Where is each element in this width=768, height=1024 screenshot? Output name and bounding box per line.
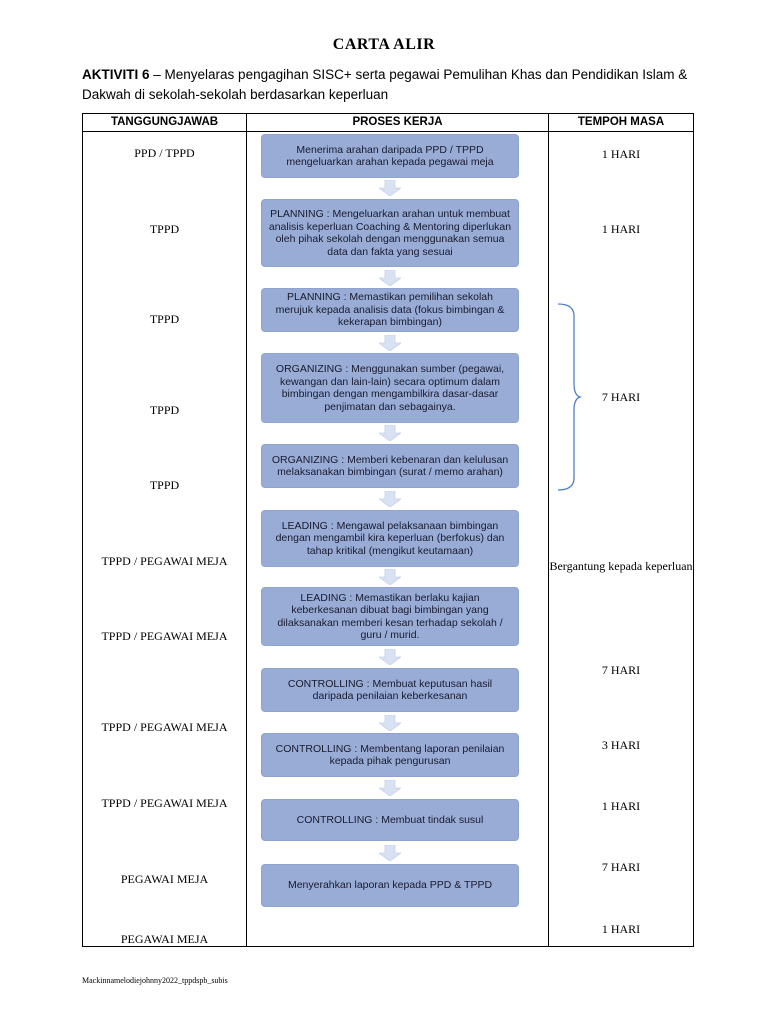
process-step-box: CONTROLLING : Membentang laporan penilai… [261, 733, 519, 777]
down-arrow-icon [379, 425, 401, 441]
down-arrow-icon [379, 270, 401, 286]
process-step-box: CONTROLLING : Membuat keputusan hasil da… [261, 668, 519, 712]
down-arrow-icon [379, 780, 401, 796]
responsibility-cell: TPPD [149, 478, 180, 492]
process-step-box: PLANNING : Memastikan pemilihan sekolah … [261, 288, 519, 332]
activity-text: – Menyelaras pengagihan SISC+ serta pega… [82, 67, 688, 102]
duration-cell: 1 HARI [601, 222, 641, 236]
flowchart-table [82, 113, 694, 947]
responsibility-cell: TPPD / PEGAWAI MEJA [101, 796, 228, 810]
column-divider [246, 113, 247, 947]
activity-description: AKTIVITI 6 – Menyelaras pengagihan SISC+… [82, 65, 712, 105]
responsibility-cell: PEGAWAI MEJA [120, 872, 209, 886]
duration-cell: 1 HARI [601, 922, 641, 936]
responsibility-cell: TPPD [149, 222, 180, 236]
duration-cell: 7 HARI [601, 390, 641, 404]
column-divider [548, 113, 549, 947]
process-step-box: ORGANIZING : Memberi kebenaran dan kelul… [261, 444, 519, 488]
responsibility-cell: TPPD [149, 312, 180, 326]
duration-cell: 7 HARI [601, 860, 641, 874]
down-arrow-icon [379, 845, 401, 861]
activity-label: AKTIVITI 6 [82, 67, 150, 82]
duration-cell: Bergantung kepada keperluan [549, 559, 693, 573]
process-step-box: LEADING : Mengawal pelaksanaan bimbingan… [261, 510, 519, 567]
right-brace-bracket [557, 303, 582, 491]
process-step-box: LEADING : Memastikan berlaku kajian kebe… [261, 587, 519, 646]
responsibility-cell: TPPD / PEGAWAI MEJA [101, 554, 228, 568]
header-responsibility: TANGGUNGJAWAB [110, 116, 219, 128]
responsibility-cell: PPD / TPPD [134, 146, 195, 160]
down-arrow-icon [379, 491, 401, 507]
footer-credit: Mackinnamelodiejohnny2022_tppdspb_subis [82, 976, 228, 985]
header-process: PROSES KERJA [352, 116, 443, 128]
process-step-box: PLANNING : Mengeluarkan arahan untuk mem… [261, 199, 519, 267]
responsibility-cell: TPPD / PEGAWAI MEJA [101, 629, 228, 643]
header-duration: TEMPOH MASA [577, 116, 665, 128]
down-arrow-icon [379, 335, 401, 351]
duration-cell: 1 HARI [601, 147, 641, 161]
down-arrow-icon [379, 569, 401, 585]
down-arrow-icon [379, 649, 401, 665]
page-title: CARTA ALIR [332, 36, 436, 53]
process-step-box: CONTROLLING : Membuat tindak susul [261, 799, 519, 841]
duration-cell: 3 HARI [601, 738, 641, 752]
process-step-box: ORGANIZING : Menggunakan sumber (pegawai… [261, 353, 519, 423]
down-arrow-icon [379, 180, 401, 196]
process-step-box: Menerima arahan daripada PPD / TPPD meng… [261, 134, 519, 178]
down-arrow-icon [379, 715, 401, 731]
duration-cell: 7 HARI [601, 663, 641, 677]
process-step-box: Menyerahkan laporan kepada PPD & TPPD [261, 864, 519, 907]
responsibility-cell: PEGAWAI MEJA [120, 932, 209, 946]
duration-cell: 1 HARI [601, 799, 641, 813]
responsibility-cell: TPPD [149, 403, 180, 417]
header-divider [82, 131, 694, 132]
responsibility-cell: TPPD / PEGAWAI MEJA [101, 720, 228, 734]
